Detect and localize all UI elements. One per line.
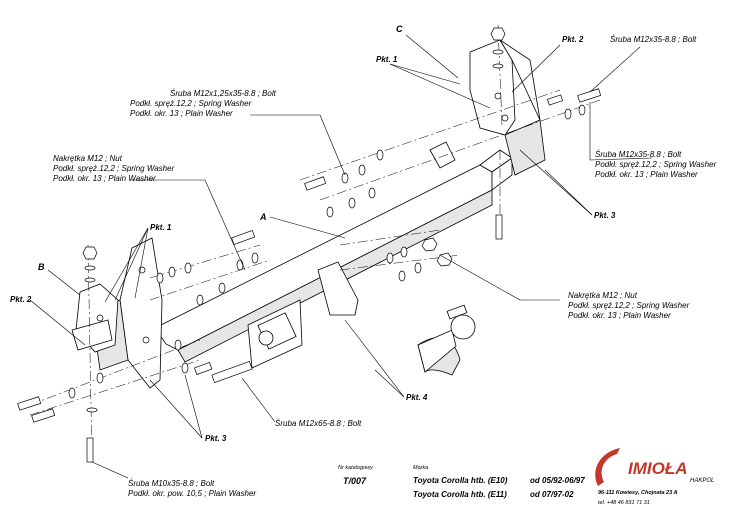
date-line-1: od 05/92-06/97	[530, 476, 585, 485]
label-nut-left-line3: Podkł. okr. 13 ; Plain Washer	[53, 174, 156, 183]
leader-lines	[29, 34, 653, 479]
label-nut-right-line3: Podkł. okr. 13 ; Plain Washer	[568, 311, 671, 320]
label-bolt-right-line2: Podkł. spręż.12,2 ; Spring Washer	[595, 160, 717, 169]
model-line-1: Toyota Corolla htb. (E10)	[413, 476, 508, 485]
label-nut-right-line2: Podkł. spręż.12,2 ; Spring Washer	[568, 301, 690, 310]
callout-labels: C Pkt. 2 Śruba M12x35-8.8 ; Bolt Pkt. 1 …	[10, 24, 717, 498]
label-bolt-right-line1: Śruba M12x35-8.8 ; Bolt	[595, 150, 682, 159]
catalog-caption: Nr katalogowy	[338, 465, 374, 471]
imiola-logo: IMIOŁA HAKPOL	[595, 448, 714, 486]
label-pkt3-right: Pkt. 3	[594, 211, 616, 220]
label-c: C	[396, 24, 403, 34]
company-phone: tel. +48 46 831 71 31	[598, 500, 650, 506]
label-pkt2-top: Pkt. 2	[562, 35, 584, 44]
label-pkt4: Pkt. 4	[406, 393, 428, 402]
brand-sub: HAKPOL	[690, 478, 714, 484]
label-nut-left-line1: Nakrętka M12 ; Nut	[53, 154, 123, 163]
model-line-2: Toyota Corolla htb. (E11)	[413, 490, 507, 499]
label-a: A	[259, 212, 267, 222]
tow-ball	[417, 304, 476, 376]
make-caption: Marka	[413, 465, 428, 471]
label-bolt-m12x125-line3: Podkł. okr. 13 ; Plain Washer	[130, 109, 233, 118]
label-nut-left-line2: Podkł. spręż.12,2 ; Spring Washer	[53, 164, 175, 173]
title-block: Nr katalogowy T/007 Marka Toyota Corolla…	[338, 448, 714, 506]
catalog-number: T/007	[343, 476, 367, 486]
label-bolt-m10-line1: Śruba M10x35-8.8 ; Bolt	[128, 479, 215, 488]
label-bolt-m12x125-line2: Podkł. spręż.12,2 ; Spring Washer	[130, 99, 252, 108]
label-bolt-m12x65: Śruba M12x65-8.8 ; Bolt	[275, 419, 362, 428]
label-b: B	[38, 262, 45, 272]
label-pkt1-left: Pkt. 1	[150, 223, 172, 232]
label-bolt-m12x125-line1: Śruba M12x1,25x35-8.8 ; Bolt	[170, 89, 277, 98]
left-side-bracket	[71, 237, 163, 389]
right-side-bracket	[469, 39, 546, 176]
label-pkt2-left: Pkt. 2	[10, 295, 32, 304]
label-pkt1-top: Pkt. 1	[376, 55, 398, 64]
ball-mount-plates	[247, 261, 359, 369]
assembly-axes	[29, 24, 601, 461]
company-address: 96-111 Kowiesy, Chojnata 23 A	[598, 490, 678, 496]
label-bolt-right-line3: Podkł. okr. 13 ; Plain Washer	[595, 170, 698, 179]
label-bolt-m10-line2: Podkł. okr. pow. 10,5 ; Plain Washer	[128, 489, 256, 498]
brand-name: IMIOŁA	[628, 459, 688, 478]
label-pkt3-bottom: Pkt. 3	[205, 434, 227, 443]
fasteners	[17, 27, 602, 463]
date-line-2: od 07/97-02	[530, 490, 574, 499]
label-bolt-top-right: Śruba M12x35-8.8 ; Bolt	[610, 35, 697, 44]
label-nut-right-line1: Nakrętka M12 ; Nut	[568, 291, 638, 300]
